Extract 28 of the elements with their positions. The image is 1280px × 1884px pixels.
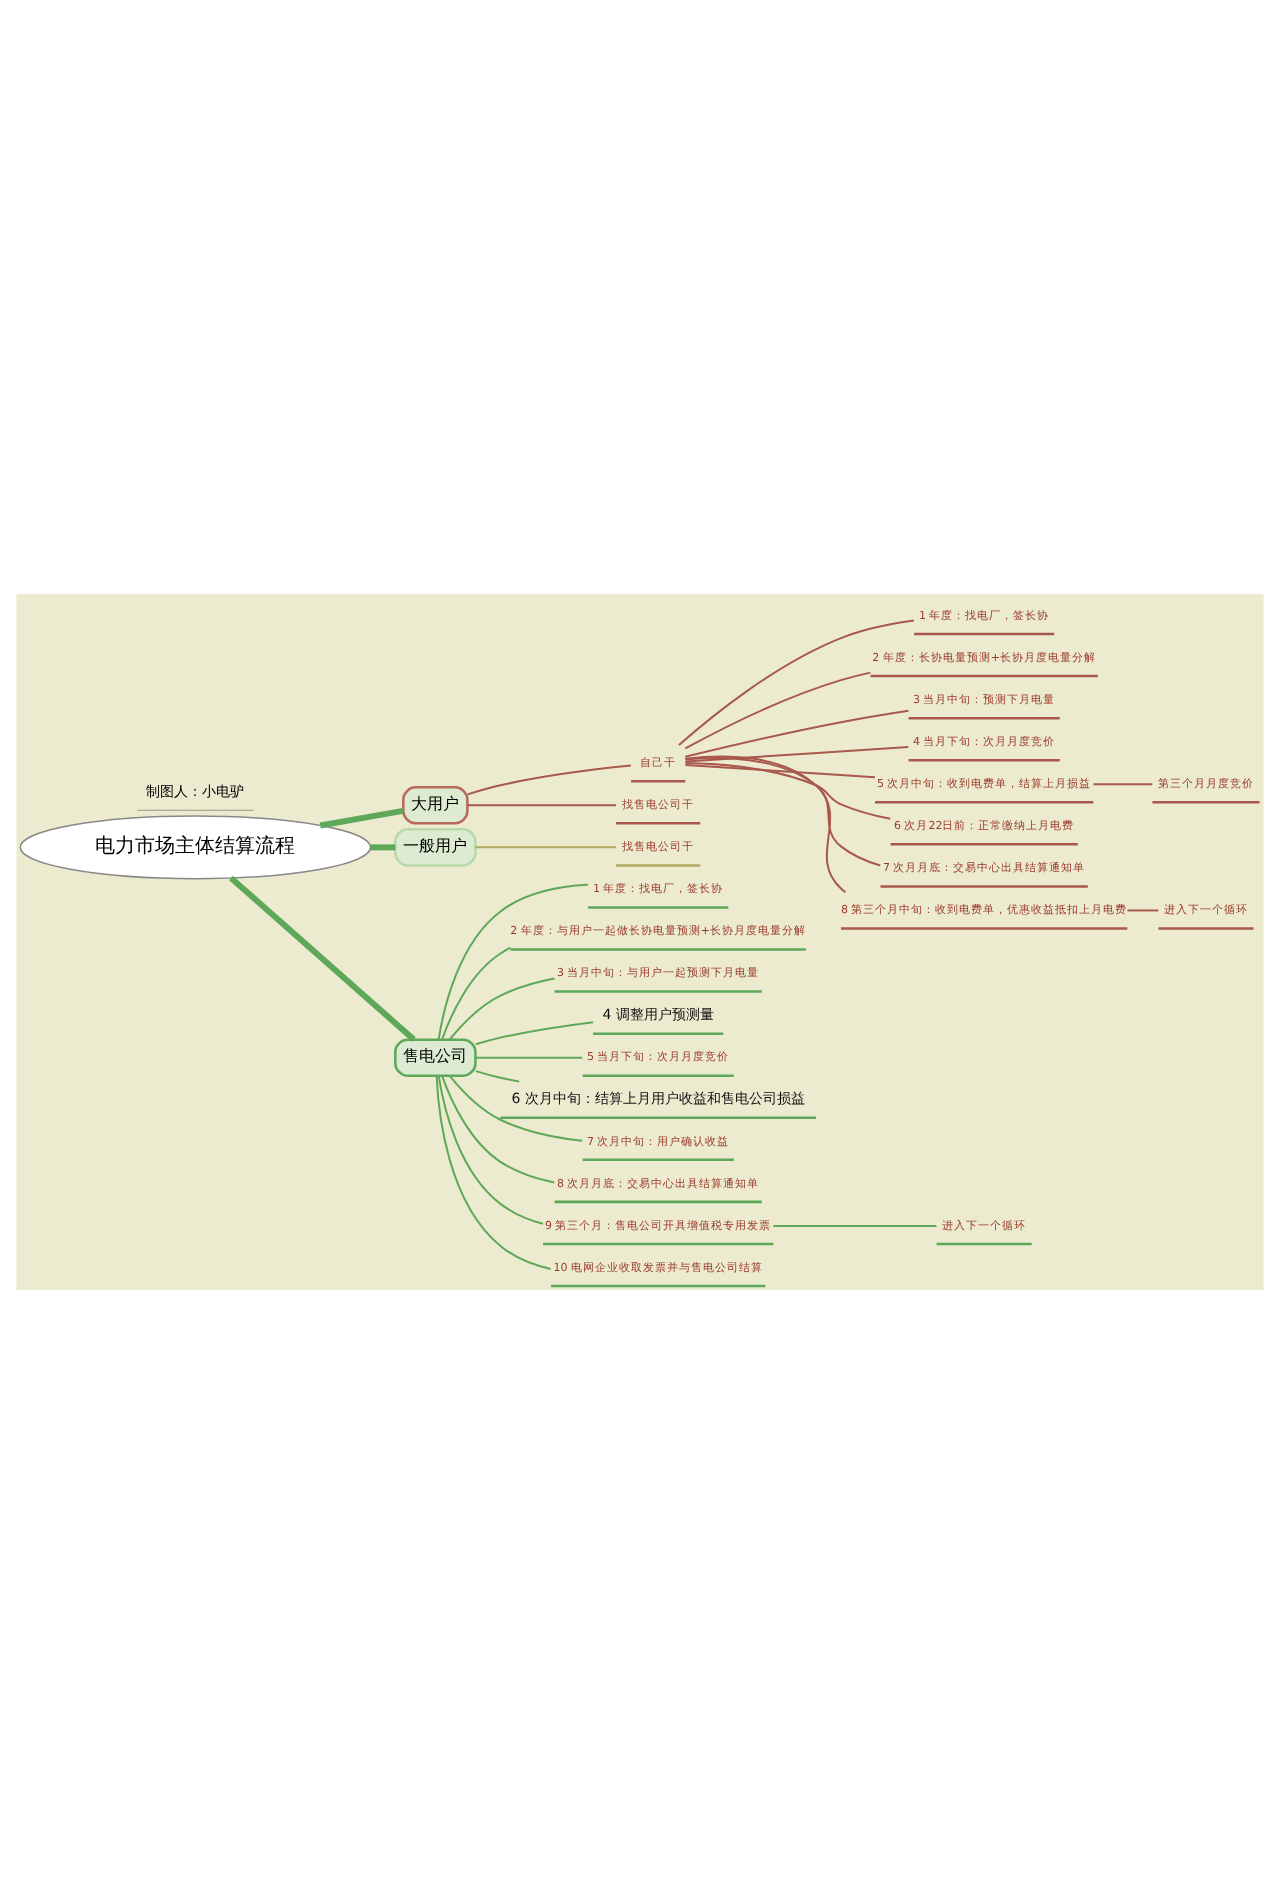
connector [437,1074,544,1225]
connector [1092,783,1154,786]
connector [474,1021,595,1046]
connector [370,844,396,851]
connector [466,764,632,796]
connector [684,763,876,779]
connector [466,804,617,807]
connector [474,1070,521,1083]
connector [684,755,847,894]
connector [684,671,872,750]
connector [684,761,892,820]
connector [229,875,416,1042]
connector [437,883,589,1041]
node-ellipse: 电力市场主体结算流程 [19,815,372,880]
connector [677,619,915,747]
connector [448,1074,584,1142]
connector [474,1056,584,1059]
connector [684,757,882,867]
connector [441,1074,556,1184]
connector [435,1074,552,1270]
connector [1126,909,1160,912]
connector [474,846,618,849]
connector [319,807,404,829]
connector [772,1224,938,1227]
connector [441,946,512,1041]
connector [448,977,556,1041]
connector [684,746,910,763]
connector [684,709,910,758]
